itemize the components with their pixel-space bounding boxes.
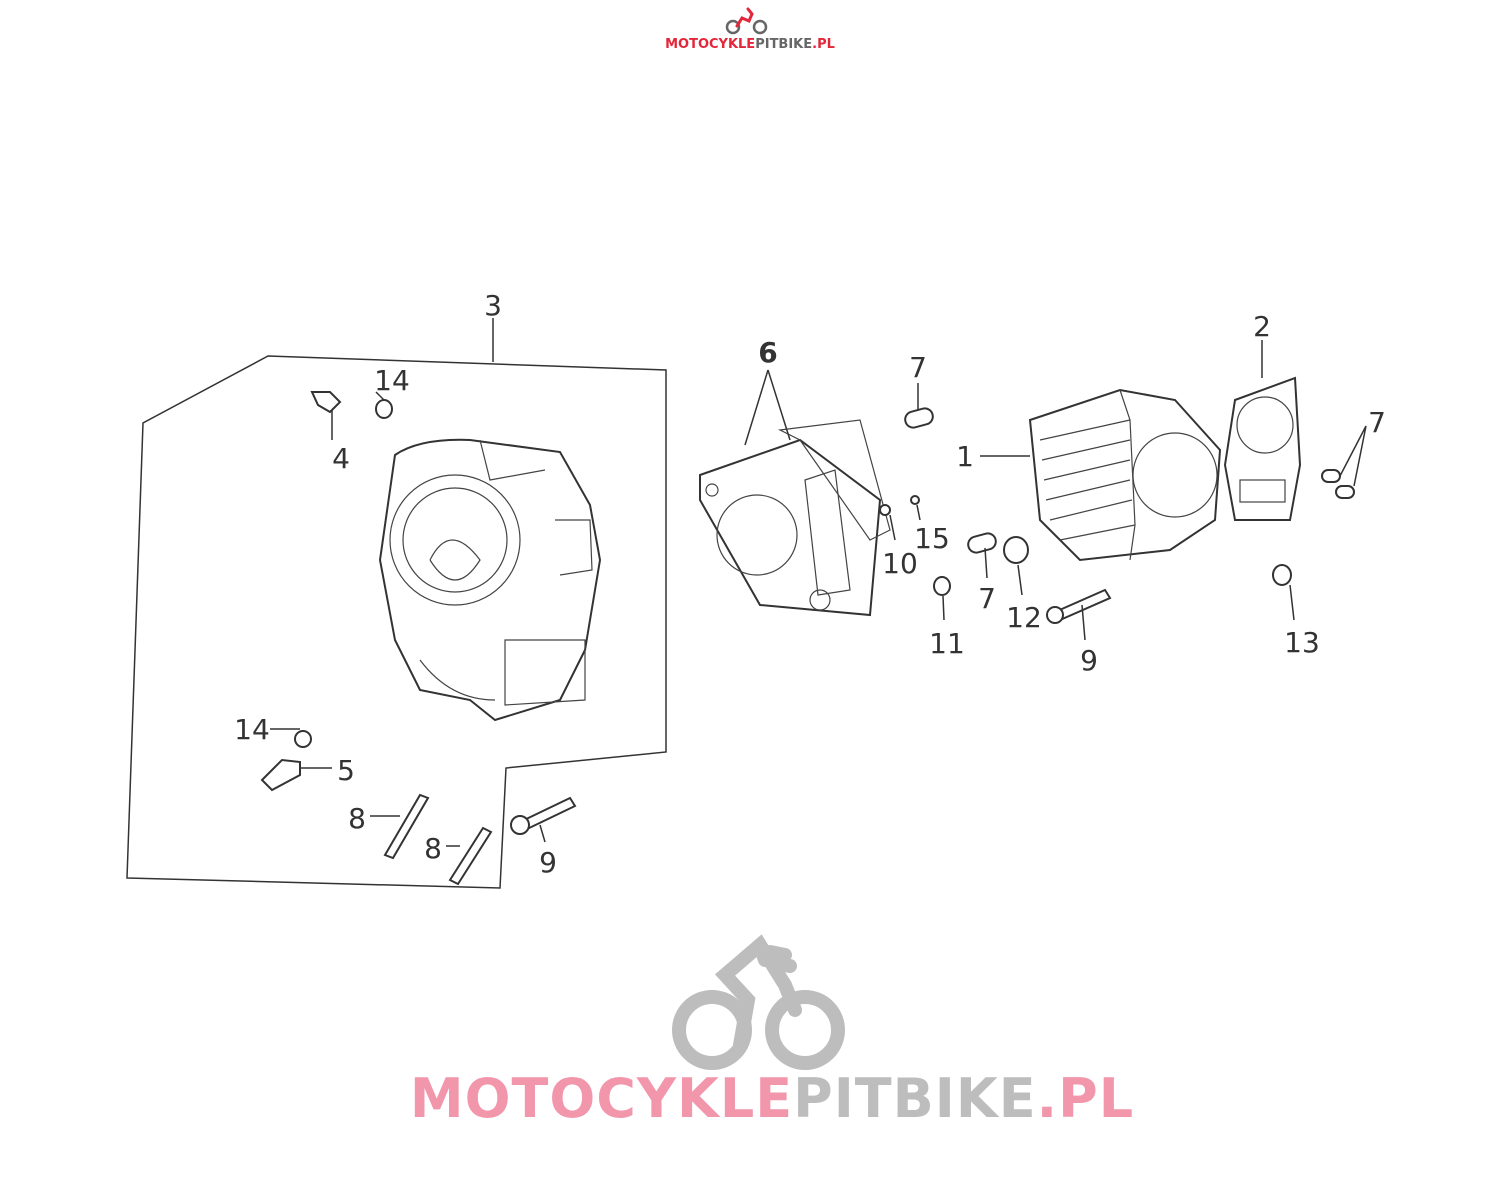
callout-14: 14 xyxy=(374,364,410,397)
callout-4: 4 xyxy=(332,442,350,475)
motorcycle-rider-icon xyxy=(672,934,845,1070)
header-logo[interactable]: MOTOCYKLEPITBIKE.PL xyxy=(665,7,835,52)
svg-text:MOTOCYKLEPITBIKE.PL: MOTOCYKLEPITBIKE.PL xyxy=(665,37,835,52)
callout-3: 3 xyxy=(484,289,502,322)
callout-13: 13 xyxy=(1284,626,1320,659)
watermark-part2: PITBIKE xyxy=(793,1067,1037,1130)
watermark-part1: MOTOCYKLE xyxy=(410,1067,793,1130)
callout-5: 5 xyxy=(337,754,355,787)
callout-15: 15 xyxy=(914,522,950,555)
callout-12: 12 xyxy=(1006,601,1042,634)
watermark-logo: MOTOCYKLEPITBIKE.PL xyxy=(410,934,1134,1130)
callout-10: 10 xyxy=(882,547,918,580)
callout-7: 7 xyxy=(978,582,996,615)
watermark-part3: .PL xyxy=(1037,1067,1135,1130)
head-gasket-part[interactable] xyxy=(699,419,891,617)
cylinder-head-part[interactable] xyxy=(378,438,602,722)
callout-6: 6 xyxy=(758,336,777,369)
motorcycle-rider-icon xyxy=(725,7,768,35)
leader-lines xyxy=(270,318,1367,847)
svg-text:MOTOCYKLEPITBIKE.PL: MOTOCYKLEPITBIKE.PL xyxy=(410,1067,1134,1130)
callout-9: 9 xyxy=(1080,644,1098,677)
callout-9: 9 xyxy=(539,846,557,879)
callout-labels: 3 14 4 6 7 1 2 7 10 15 7 12 11 9 13 14 5… xyxy=(234,289,1386,879)
cylinder-head-group-boundary xyxy=(126,355,667,889)
callout-7: 7 xyxy=(909,351,927,384)
callout-8: 8 xyxy=(348,802,366,835)
header-logo-part1: MOTOCYKLE xyxy=(665,37,755,52)
callout-7: 7 xyxy=(1368,406,1386,439)
header-logo-part3: .PL xyxy=(812,37,835,52)
small-parts xyxy=(260,391,1355,886)
callout-2: 2 xyxy=(1253,310,1271,343)
callout-8: 8 xyxy=(424,832,442,865)
header-logo-part2: PITBIKE xyxy=(755,37,812,52)
cylinder-part[interactable] xyxy=(1028,388,1222,562)
callout-14: 14 xyxy=(234,713,270,746)
callout-11: 11 xyxy=(929,627,965,660)
callout-1: 1 xyxy=(956,440,974,473)
cylinder-base-gasket-part[interactable] xyxy=(1223,376,1302,521)
